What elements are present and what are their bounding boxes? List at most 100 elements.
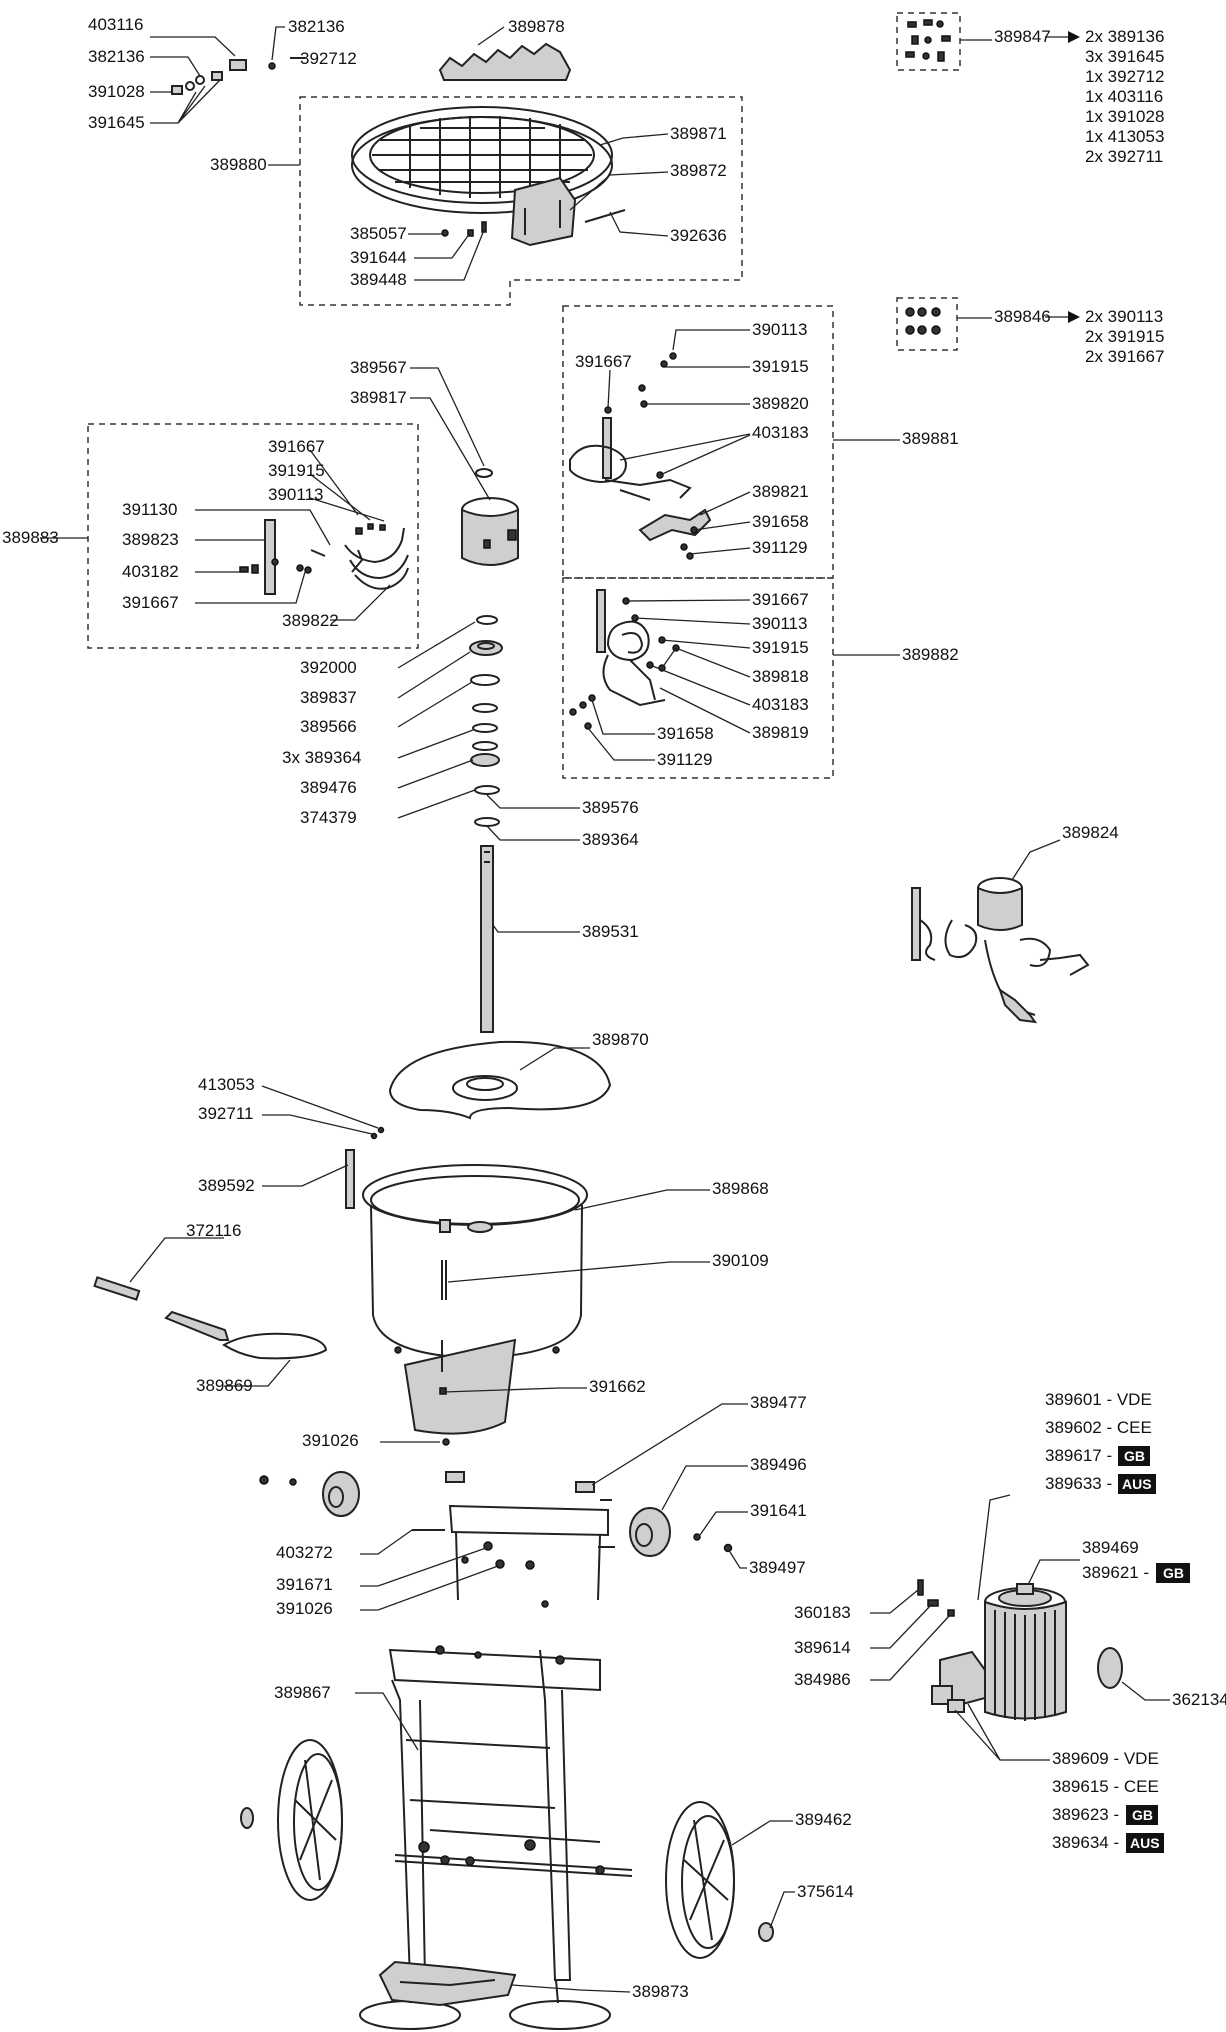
label-389883: 389883 (2, 528, 59, 547)
label-391641: 391641 (750, 1501, 807, 1520)
label-389869: 389869 (196, 1376, 253, 1395)
label-389469: 389469 (1082, 1538, 1139, 1557)
switch-variant-2: 389623 - (1052, 1805, 1119, 1824)
cap-left (240, 1807, 254, 1829)
part-389614 (927, 1599, 939, 1607)
hub-389817 (461, 497, 519, 566)
screws-413053-392711 (370, 1126, 385, 1140)
label-390113-c: 390113 (752, 614, 807, 633)
label-389621: 389621 - (1082, 1563, 1149, 1582)
chute-391662 (403, 1338, 517, 1435)
small-screws-top-left (171, 57, 305, 95)
capacitor-362134 (1097, 1647, 1123, 1689)
switch-variant-1: 389615 - CEE (1052, 1777, 1159, 1796)
label-389867: 389867 (274, 1683, 331, 1702)
clip-391641 (693, 1533, 701, 1541)
label-389878: 389878 (508, 17, 565, 36)
label-391667-d: 391667 (752, 590, 809, 609)
badge-gb-389617 (1118, 1446, 1150, 1466)
label-384986: 384986 (794, 1670, 851, 1689)
label-389462: 389462 (795, 1810, 852, 1829)
kit-label-389847: 389847 (994, 27, 1051, 46)
kit-item-389847-6: 2x 392711 (1085, 147, 1163, 166)
label-390109: 390109 (712, 1251, 769, 1270)
label-392711: 392711 (198, 1104, 253, 1123)
group-box-389882 (562, 577, 834, 779)
label-391915-a: 391915 (268, 461, 325, 480)
whisk-389818-389819 (569, 589, 680, 730)
footplate-389873 (378, 1960, 517, 2007)
kit-item-389847-5: 1x 413053 (1085, 127, 1164, 146)
label-389531: 389531 (582, 922, 639, 941)
label-389871: 389871 (670, 124, 727, 143)
badge-gb-389623-text: GB (1132, 1807, 1153, 1823)
mixing-drum-389868 (362, 1164, 588, 1360)
badge-gb-389623 (1126, 1805, 1158, 1825)
label-389819: 389819 (752, 723, 809, 742)
label-389576: 389576 (582, 798, 639, 817)
label-403182: 403182 (122, 562, 179, 581)
kit-item-389846-2: 2x 391667 (1085, 347, 1164, 366)
kit-item-389847-1: 3x 391645 (1085, 47, 1164, 66)
label-389820: 389820 (752, 394, 809, 413)
nut-391026 (442, 1438, 450, 1446)
washer-389497 (723, 1543, 733, 1553)
label-391130: 391130 (122, 500, 177, 519)
label-389881: 389881 (902, 429, 959, 448)
pad-left (445, 1471, 465, 1483)
label-392000: 392000 (300, 658, 357, 677)
label-389880: 389880 (210, 155, 267, 174)
motor-variant-3: 389633 - (1045, 1474, 1112, 1493)
label-382136-b: 382136 (88, 47, 145, 66)
label-389497: 389497 (749, 1558, 806, 1577)
whisk-389820-389821 (569, 352, 712, 560)
label-389817: 389817 (350, 388, 407, 407)
badge-aus-389633-text: AUS (1122, 1476, 1152, 1492)
pad-389477 (575, 1481, 595, 1493)
kit-arrows (957, 31, 1080, 323)
label-391671: 391671 (276, 1575, 333, 1594)
disc-389870 (388, 1040, 612, 1120)
wheel-left (277, 1739, 343, 1901)
label-389476: 389476 (300, 778, 357, 797)
label-389837: 389837 (300, 688, 357, 707)
label-389818: 389818 (752, 667, 809, 686)
label-391644: 391644 (350, 248, 407, 267)
frame-389867 (359, 1504, 611, 2030)
label-391028: 391028 (88, 82, 145, 101)
label-389822: 389822 (282, 611, 339, 630)
label-389872: 389872 (670, 161, 727, 180)
label-391129-b: 391129 (657, 750, 712, 769)
label-389882: 389882 (902, 645, 959, 664)
wheel-389462 (665, 1801, 735, 1959)
label-391658-a: 391658 (752, 512, 809, 531)
axle (394, 1839, 633, 1877)
label-362134: 362134 (1172, 1690, 1226, 1709)
label-389873: 389873 (632, 1982, 689, 2001)
kit-label-389846: 389846 (994, 307, 1051, 326)
label-389868: 389868 (712, 1179, 769, 1198)
motor-variant-0: 389601 - VDE (1045, 1390, 1152, 1409)
washer-stack (469, 615, 503, 827)
kit-item-389847-0: 2x 389136 (1085, 27, 1164, 46)
label-389567: 389567 (350, 358, 407, 377)
label-382136: 382136 (288, 17, 345, 36)
whisk-389822 (239, 519, 409, 595)
switch-variant-3: 389634 - (1052, 1833, 1119, 1852)
label-391658-b: 391658 (657, 724, 714, 743)
label-389448: 389448 (350, 270, 407, 289)
badge-aus-389633 (1118, 1474, 1156, 1494)
grill-cover-389880 (351, 106, 626, 247)
hub-wheel-389496 (629, 1507, 671, 1557)
label-375614: 375614 (797, 1882, 854, 1901)
kit-item-389846-0: 2x 390113 (1085, 307, 1163, 326)
leader-lines (40, 26, 1170, 1993)
label-390113-a: 390113 (268, 485, 323, 504)
label-391667-b: 391667 (122, 593, 179, 612)
badge-aus-389634-text: AUS (1130, 1835, 1160, 1851)
shaft-389531 (480, 845, 494, 1033)
kit-box-389846 (896, 297, 958, 351)
scraper-389869 (164, 1310, 328, 1360)
label-403116: 403116 (88, 15, 143, 34)
